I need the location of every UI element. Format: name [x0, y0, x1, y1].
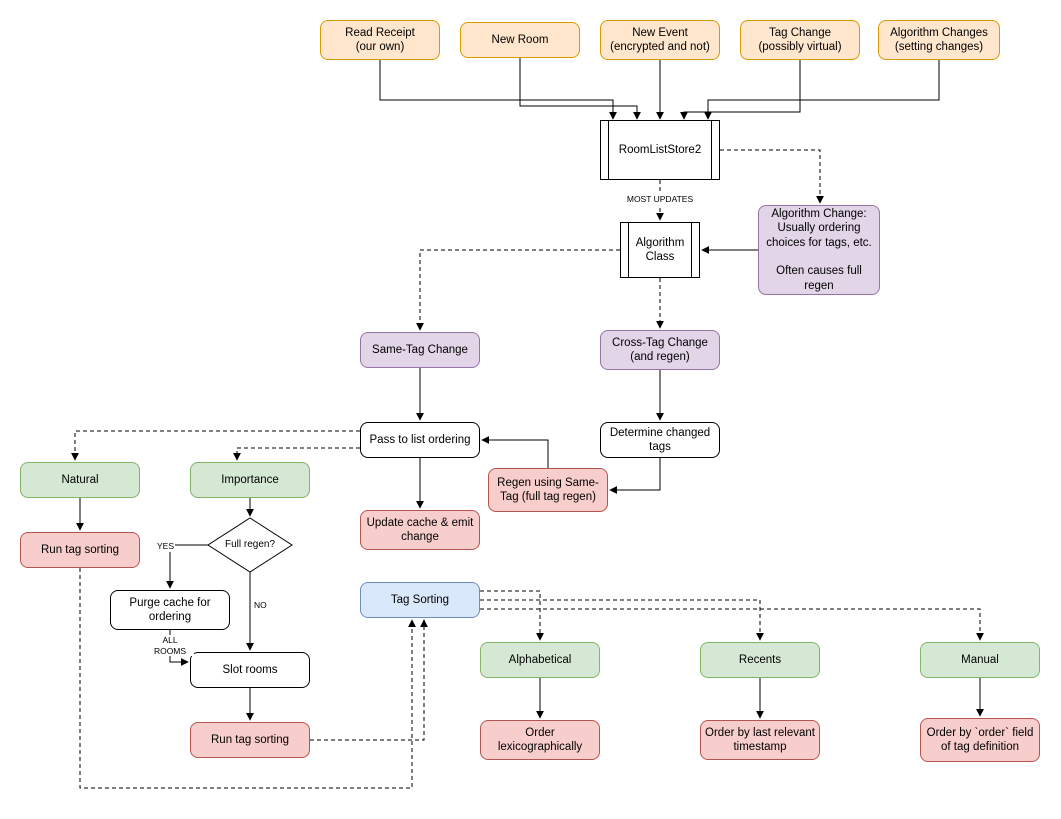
- node-order-by-order-field: Order by `order` field of tag definition: [920, 718, 1040, 762]
- node-same-tag-change: Same-Tag Change: [360, 332, 480, 368]
- edge-label-yes: YES: [156, 541, 176, 552]
- node-run-tag-sorting-natural: Run tag sorting: [20, 532, 140, 568]
- node-alphabetical: Alphabetical: [480, 642, 600, 678]
- edge-label-most-updates: MOST UPDATES: [610, 194, 710, 205]
- edge-tag-sorting-to-recents: [480, 599, 764, 641]
- node-run-tag-sorting-slot: Run tag sorting: [190, 722, 310, 758]
- edge-determine-to-regen: [609, 458, 661, 494]
- node-regen-using-same-tag: Regen using Same- Tag (full tag regen): [488, 468, 608, 512]
- full-regen-diamond: [207, 517, 293, 573]
- edge-full-regen-yes-to-purge: [166, 544, 208, 589]
- edge-run-tag-sorting-slot-to-tag-sorting: [310, 619, 428, 741]
- edge-label-all-rooms: ALL ROOMS: [146, 635, 194, 657]
- edge-tag-sorting-to-alphabetical: [480, 590, 544, 641]
- node-new-room: New Room: [460, 22, 580, 58]
- edge-tag-sorting-to-manual: [480, 608, 984, 641]
- edge-pass-to-natural: [71, 430, 360, 461]
- node-tag-change: Tag Change (possibly virtual): [740, 20, 860, 60]
- node-new-event: New Event (encrypted and not): [600, 20, 720, 60]
- edge-class-to-same-tag: [416, 249, 620, 331]
- edge-tag-change-to-store: [680, 60, 801, 120]
- node-cross-tag-change: Cross-Tag Change (and regen): [600, 330, 720, 370]
- node-update-cache: Update cache & emit change: [360, 510, 480, 550]
- node-pass-to-list-ordering: Pass to list ordering: [360, 422, 480, 458]
- node-read-receipt: Read Receipt (our own): [320, 20, 440, 60]
- edge-label-no: NO: [253, 600, 268, 611]
- edge-pass-to-importance: [233, 447, 360, 461]
- edge-read-receipt-to-store: [379, 60, 617, 120]
- node-recents: Recents: [700, 642, 820, 678]
- node-slot-rooms: Slot rooms: [190, 652, 310, 688]
- edge-run-tag-sorting-natural-to-tag-sorting: [79, 568, 416, 789]
- node-algorithm-change-note: Algorithm Change: Usually ordering choic…: [758, 205, 880, 295]
- node-importance: Importance: [190, 462, 310, 498]
- node-algorithm-class: Algorithm Class: [620, 222, 700, 278]
- node-determine-changed-tags: Determine changed tags: [600, 422, 720, 458]
- edge-algorithm-changes-to-store: [704, 60, 940, 120]
- node-manual: Manual: [920, 642, 1040, 678]
- node-natural: Natural: [20, 462, 140, 498]
- edge-store-to-note: [720, 149, 824, 204]
- node-room-list-store2: RoomListStore2: [600, 120, 720, 180]
- edge-regen-to-pass: [481, 436, 549, 468]
- edge-new-room-to-store: [519, 58, 641, 120]
- node-purge-cache: Purge cache for ordering: [110, 590, 230, 630]
- node-algorithm-changes: Algorithm Changes (setting changes): [878, 20, 1000, 60]
- node-tag-sorting: Tag Sorting: [360, 582, 480, 618]
- node-order-lexicographically: Order lexicographically: [480, 720, 600, 760]
- node-full-regen-decision: Full regen?: [224, 538, 276, 550]
- node-order-by-timestamp: Order by last relevant timestamp: [700, 720, 820, 760]
